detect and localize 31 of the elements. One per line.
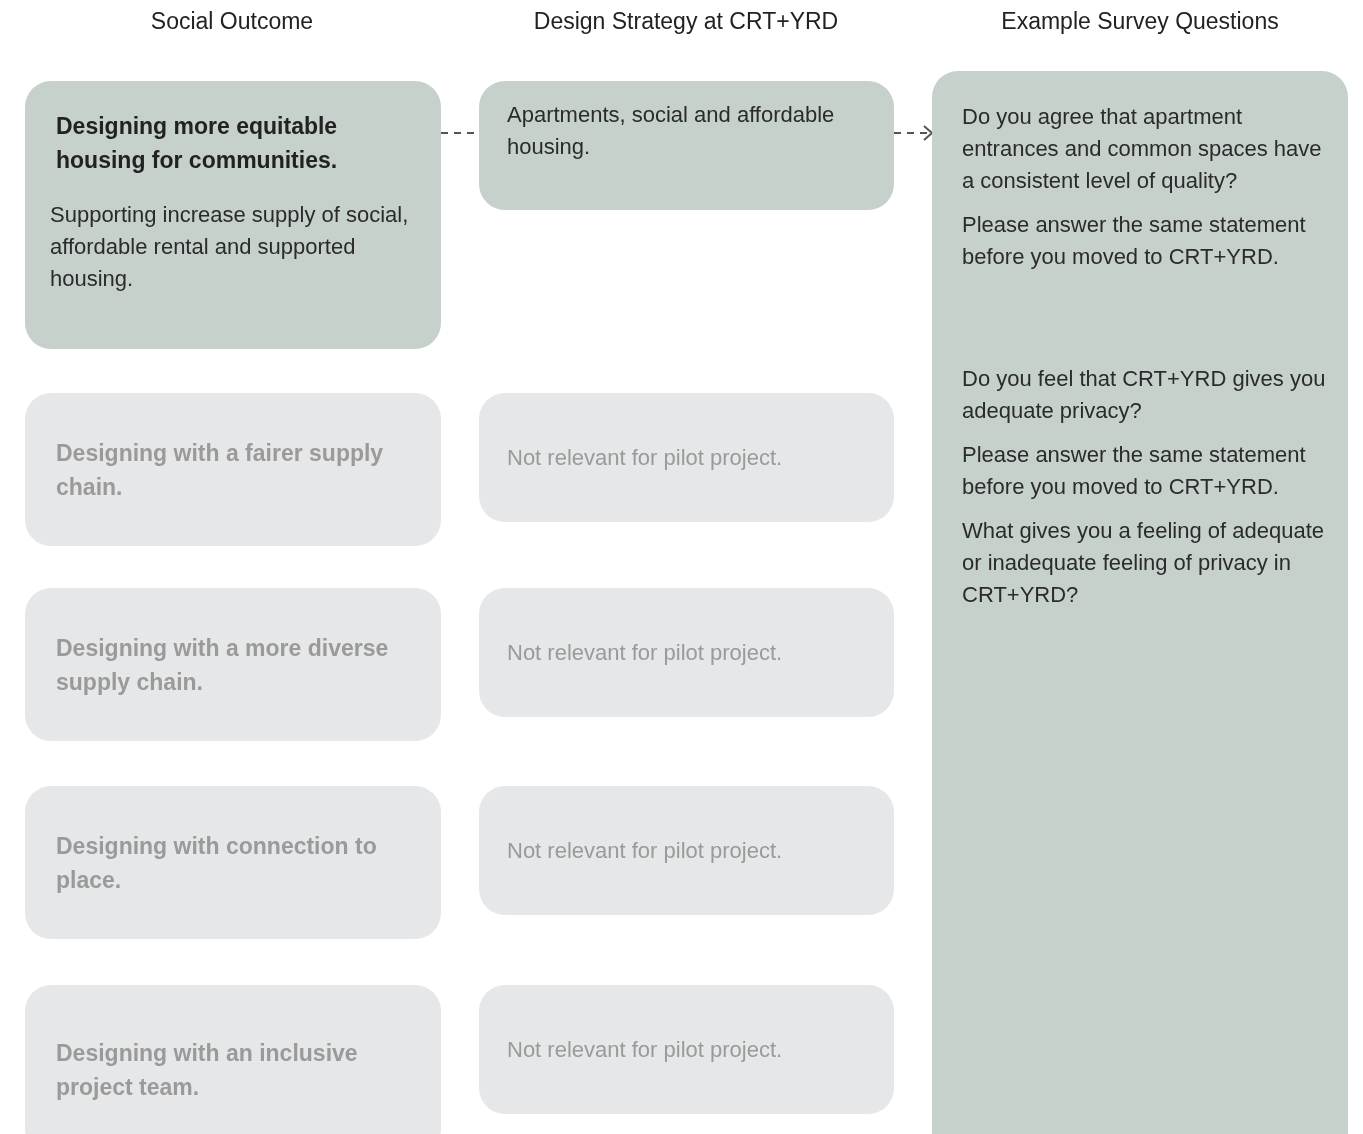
strategy-box xyxy=(479,81,894,210)
outcome-box xyxy=(25,588,441,741)
survey-question: Do you feel that CRT+YRD gives you adequate privacy? xyxy=(962,365,1327,425)
survey-question: Do you agree that apartment entrances and common spaces have a consistent level of quality? xyxy=(962,103,1323,195)
outcome-box xyxy=(25,985,441,1134)
survey-question: Please answer the same statement before you moved to CRT+YRD. xyxy=(962,211,1307,271)
strategy-text: Not relevant for pilot project. xyxy=(507,638,784,667)
dashed-connector xyxy=(893,125,933,141)
outcome-heading: Designing more equitable housing for communities. xyxy=(55,112,339,175)
outcome-description: Supporting increase supply of social, affordable rental and supported housing. xyxy=(50,201,410,293)
survey-question: Please answer the same statement before you moved to CRT+YRD. xyxy=(962,441,1307,501)
column-header: Example Survey Questions xyxy=(1000,8,1280,35)
survey-question: What gives you a feeling of adequate or inadequate feeling of privacy in CRT+YRD? xyxy=(962,517,1326,609)
strategy-box xyxy=(479,393,894,522)
strategy-box xyxy=(479,985,894,1114)
outcome-heading: Designing with an inclusive project team. xyxy=(55,1039,359,1102)
outcome-heading: Designing with a more diverse supply chain. xyxy=(55,633,390,697)
strategy-text: Not relevant for pilot project. xyxy=(507,836,784,865)
strategy-box xyxy=(479,786,894,915)
strategy-text: Not relevant for pilot project. xyxy=(507,443,784,472)
strategy-box xyxy=(479,588,894,717)
outcome-box xyxy=(25,393,441,546)
strategy-text: Apartments, social and affordable housing. xyxy=(507,101,836,161)
column-header: Design Strategy at CRT+YRD xyxy=(532,8,840,35)
questions-panel xyxy=(932,71,1348,1134)
outcome-heading: Designing with connection to place. xyxy=(55,831,378,895)
strategy-text: Not relevant for pilot project. xyxy=(507,1035,784,1064)
outcome-box xyxy=(25,81,441,349)
outcome-heading: Designing with a fairer supply chain. xyxy=(55,438,385,502)
column-header: Social Outcome xyxy=(149,8,315,35)
outcome-box xyxy=(25,786,441,939)
